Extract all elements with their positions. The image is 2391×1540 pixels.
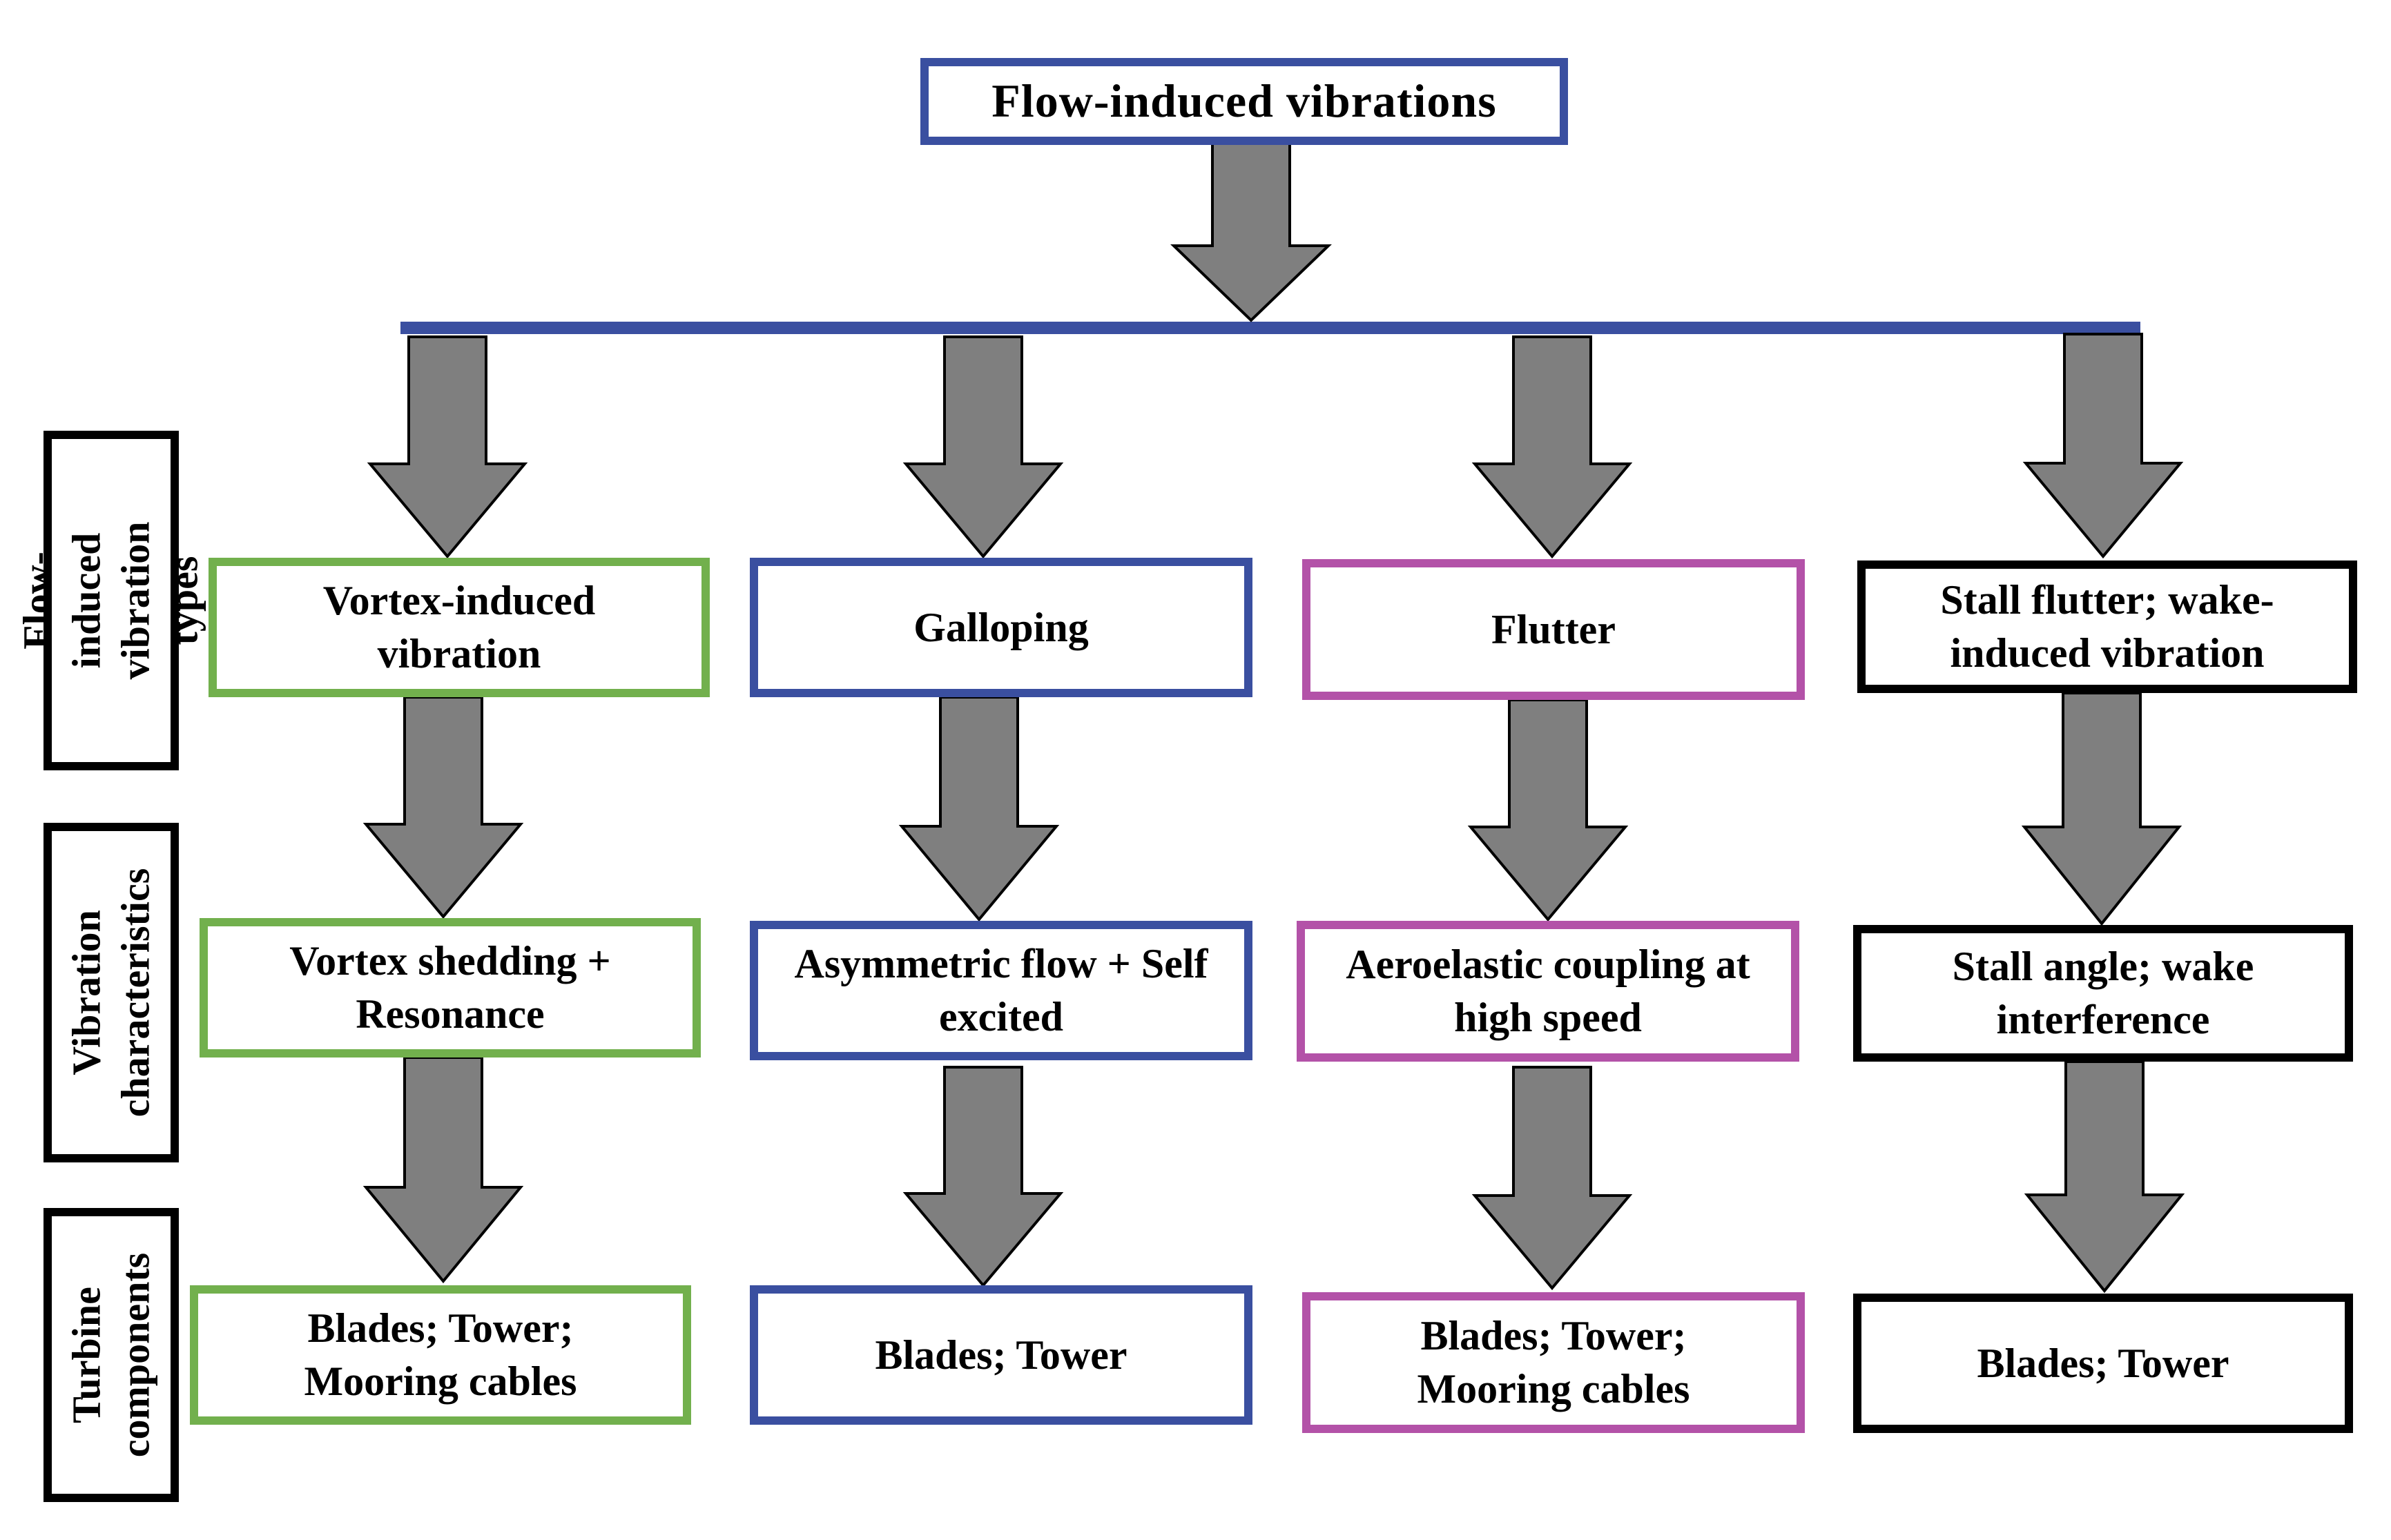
characteristic-node-aeroelastic-coupling: Aeroelastic coupling at high speed — [1297, 921, 1799, 1062]
arrow-col2-type-to-characteristic — [898, 696, 1060, 922]
root-node-flow-induced-vibrations: Flow-induced vibrations — [920, 58, 1568, 145]
row-label-turbine-components: Turbine components — [43, 1208, 179, 1502]
components-node-col1: Blades; Tower; Mooring cables — [190, 1285, 691, 1425]
type-node-stall-flutter: Stall flutter; wake- induced vibration — [1857, 561, 2357, 693]
distribution-bus-line — [400, 322, 2140, 334]
type-node-label: Stall flutter; wake- induced vibration — [1940, 577, 2274, 676]
arrow-bus-to-col4-type — [2022, 333, 2184, 559]
characteristic-node-asymmetric-flow: Asymmetric flow + Self excited — [750, 921, 1252, 1060]
type-node-flutter: Flutter — [1302, 559, 1805, 700]
arrow-bus-to-col2-type — [902, 335, 1064, 559]
arrow-col3-type-to-characteristic — [1467, 699, 1629, 922]
characteristic-node-vortex-shedding: Vortex shedding + Resonance — [200, 918, 701, 1057]
characteristic-node-label: Asymmetric flow + Self excited — [794, 941, 1208, 1040]
components-node-col2: Blades; Tower — [750, 1285, 1252, 1425]
row-label-vibration-characteristics-text: Vibration characteristics — [64, 868, 157, 1118]
row-label-vibration-characteristics: Vibration characteristics — [43, 823, 179, 1162]
type-node-vortex-induced-vibration: Vortex-induced vibration — [209, 558, 710, 697]
arrow-bus-to-col3-type — [1471, 335, 1633, 559]
root-node-label: Flow-induced vibrations — [991, 75, 1497, 128]
components-node-col4: Blades; Tower — [1853, 1294, 2353, 1433]
characteristic-node-stall-angle: Stall angle; wake interference — [1853, 925, 2353, 1062]
arrow-col1-type-to-characteristic — [362, 696, 524, 919]
components-node-label: Blades; Tower; Mooring cables — [304, 1305, 577, 1404]
arrow-col4-characteristic-to-components — [2024, 1060, 2185, 1294]
characteristic-node-label: Stall angle; wake interference — [1952, 944, 2254, 1042]
components-node-label: Blades; Tower — [875, 1332, 1127, 1378]
type-node-label: Galloping — [913, 604, 1089, 650]
components-node-label: Blades; Tower — [1977, 1340, 2229, 1386]
arrow-bus-to-col1-type — [367, 335, 528, 559]
arrow-root-to-bus — [1170, 142, 1332, 322]
arrow-group — [362, 142, 2185, 1294]
arrow-col2-characteristic-to-components — [902, 1066, 1064, 1288]
arrow-col3-characteristic-to-components — [1471, 1066, 1633, 1291]
row-label-vibration-types-text: Flow-induced vibration types — [14, 521, 206, 680]
arrow-col4-type-to-characteristic — [2021, 692, 2182, 926]
type-node-label: Vortex-induced vibration — [322, 578, 596, 676]
characteristic-node-label: Aeroelastic coupling at high speed — [1346, 942, 1750, 1040]
row-label-vibration-types: Flow-induced vibration types — [15, 431, 206, 770]
row-label-turbine-components-text: Turbine components — [64, 1252, 157, 1458]
type-node-galloping: Galloping — [750, 558, 1252, 697]
components-node-col3: Blades; Tower; Mooring cables — [1302, 1292, 1805, 1433]
components-node-label: Blades; Tower; Mooring cables — [1417, 1313, 1690, 1412]
characteristic-node-label: Vortex shedding + Resonance — [289, 938, 611, 1037]
arrow-col1-characteristic-to-components — [362, 1056, 524, 1284]
type-node-label: Flutter — [1491, 606, 1616, 652]
